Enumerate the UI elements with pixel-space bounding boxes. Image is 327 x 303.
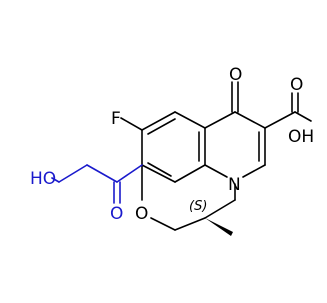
side-chain-oxygen-label: O <box>110 204 123 224</box>
carboxyl-oh-label: OH <box>288 127 314 147</box>
carboxylic-acid <box>264 92 312 129</box>
bond <box>264 111 296 129</box>
pyridone-ring <box>204 111 266 178</box>
bond <box>204 111 236 129</box>
bond <box>150 217 176 231</box>
bond <box>234 111 266 129</box>
nitrogen-label: N <box>228 175 241 195</box>
bond <box>51 177 60 183</box>
bond <box>141 164 176 183</box>
ring-oxygen-label: O <box>135 204 148 224</box>
double-bond <box>147 118 176 135</box>
bond <box>58 164 88 183</box>
fluorine-label: F <box>111 109 121 129</box>
oxazine-ring <box>141 164 236 236</box>
bond <box>204 164 228 178</box>
hydroxyl-label: HO <box>30 169 56 189</box>
bond <box>116 164 143 183</box>
double-bond <box>147 162 172 177</box>
hydroxypropanoyl-chain <box>51 164 143 204</box>
bond <box>120 117 143 131</box>
ring-ketone-oxygen-label: O <box>229 65 242 85</box>
benzene-ring <box>141 111 206 183</box>
bond <box>174 217 206 231</box>
bond <box>294 111 312 122</box>
carboxyl-oxygen-label: O <box>290 75 303 95</box>
bond <box>204 199 236 219</box>
wedge-bond <box>205 218 233 236</box>
stereo-descriptor: (S) <box>189 199 207 214</box>
ring-ketone <box>231 81 239 113</box>
bond <box>242 164 266 178</box>
bond <box>141 111 176 131</box>
bond <box>86 164 118 183</box>
bond <box>174 111 206 129</box>
bond <box>174 164 206 183</box>
